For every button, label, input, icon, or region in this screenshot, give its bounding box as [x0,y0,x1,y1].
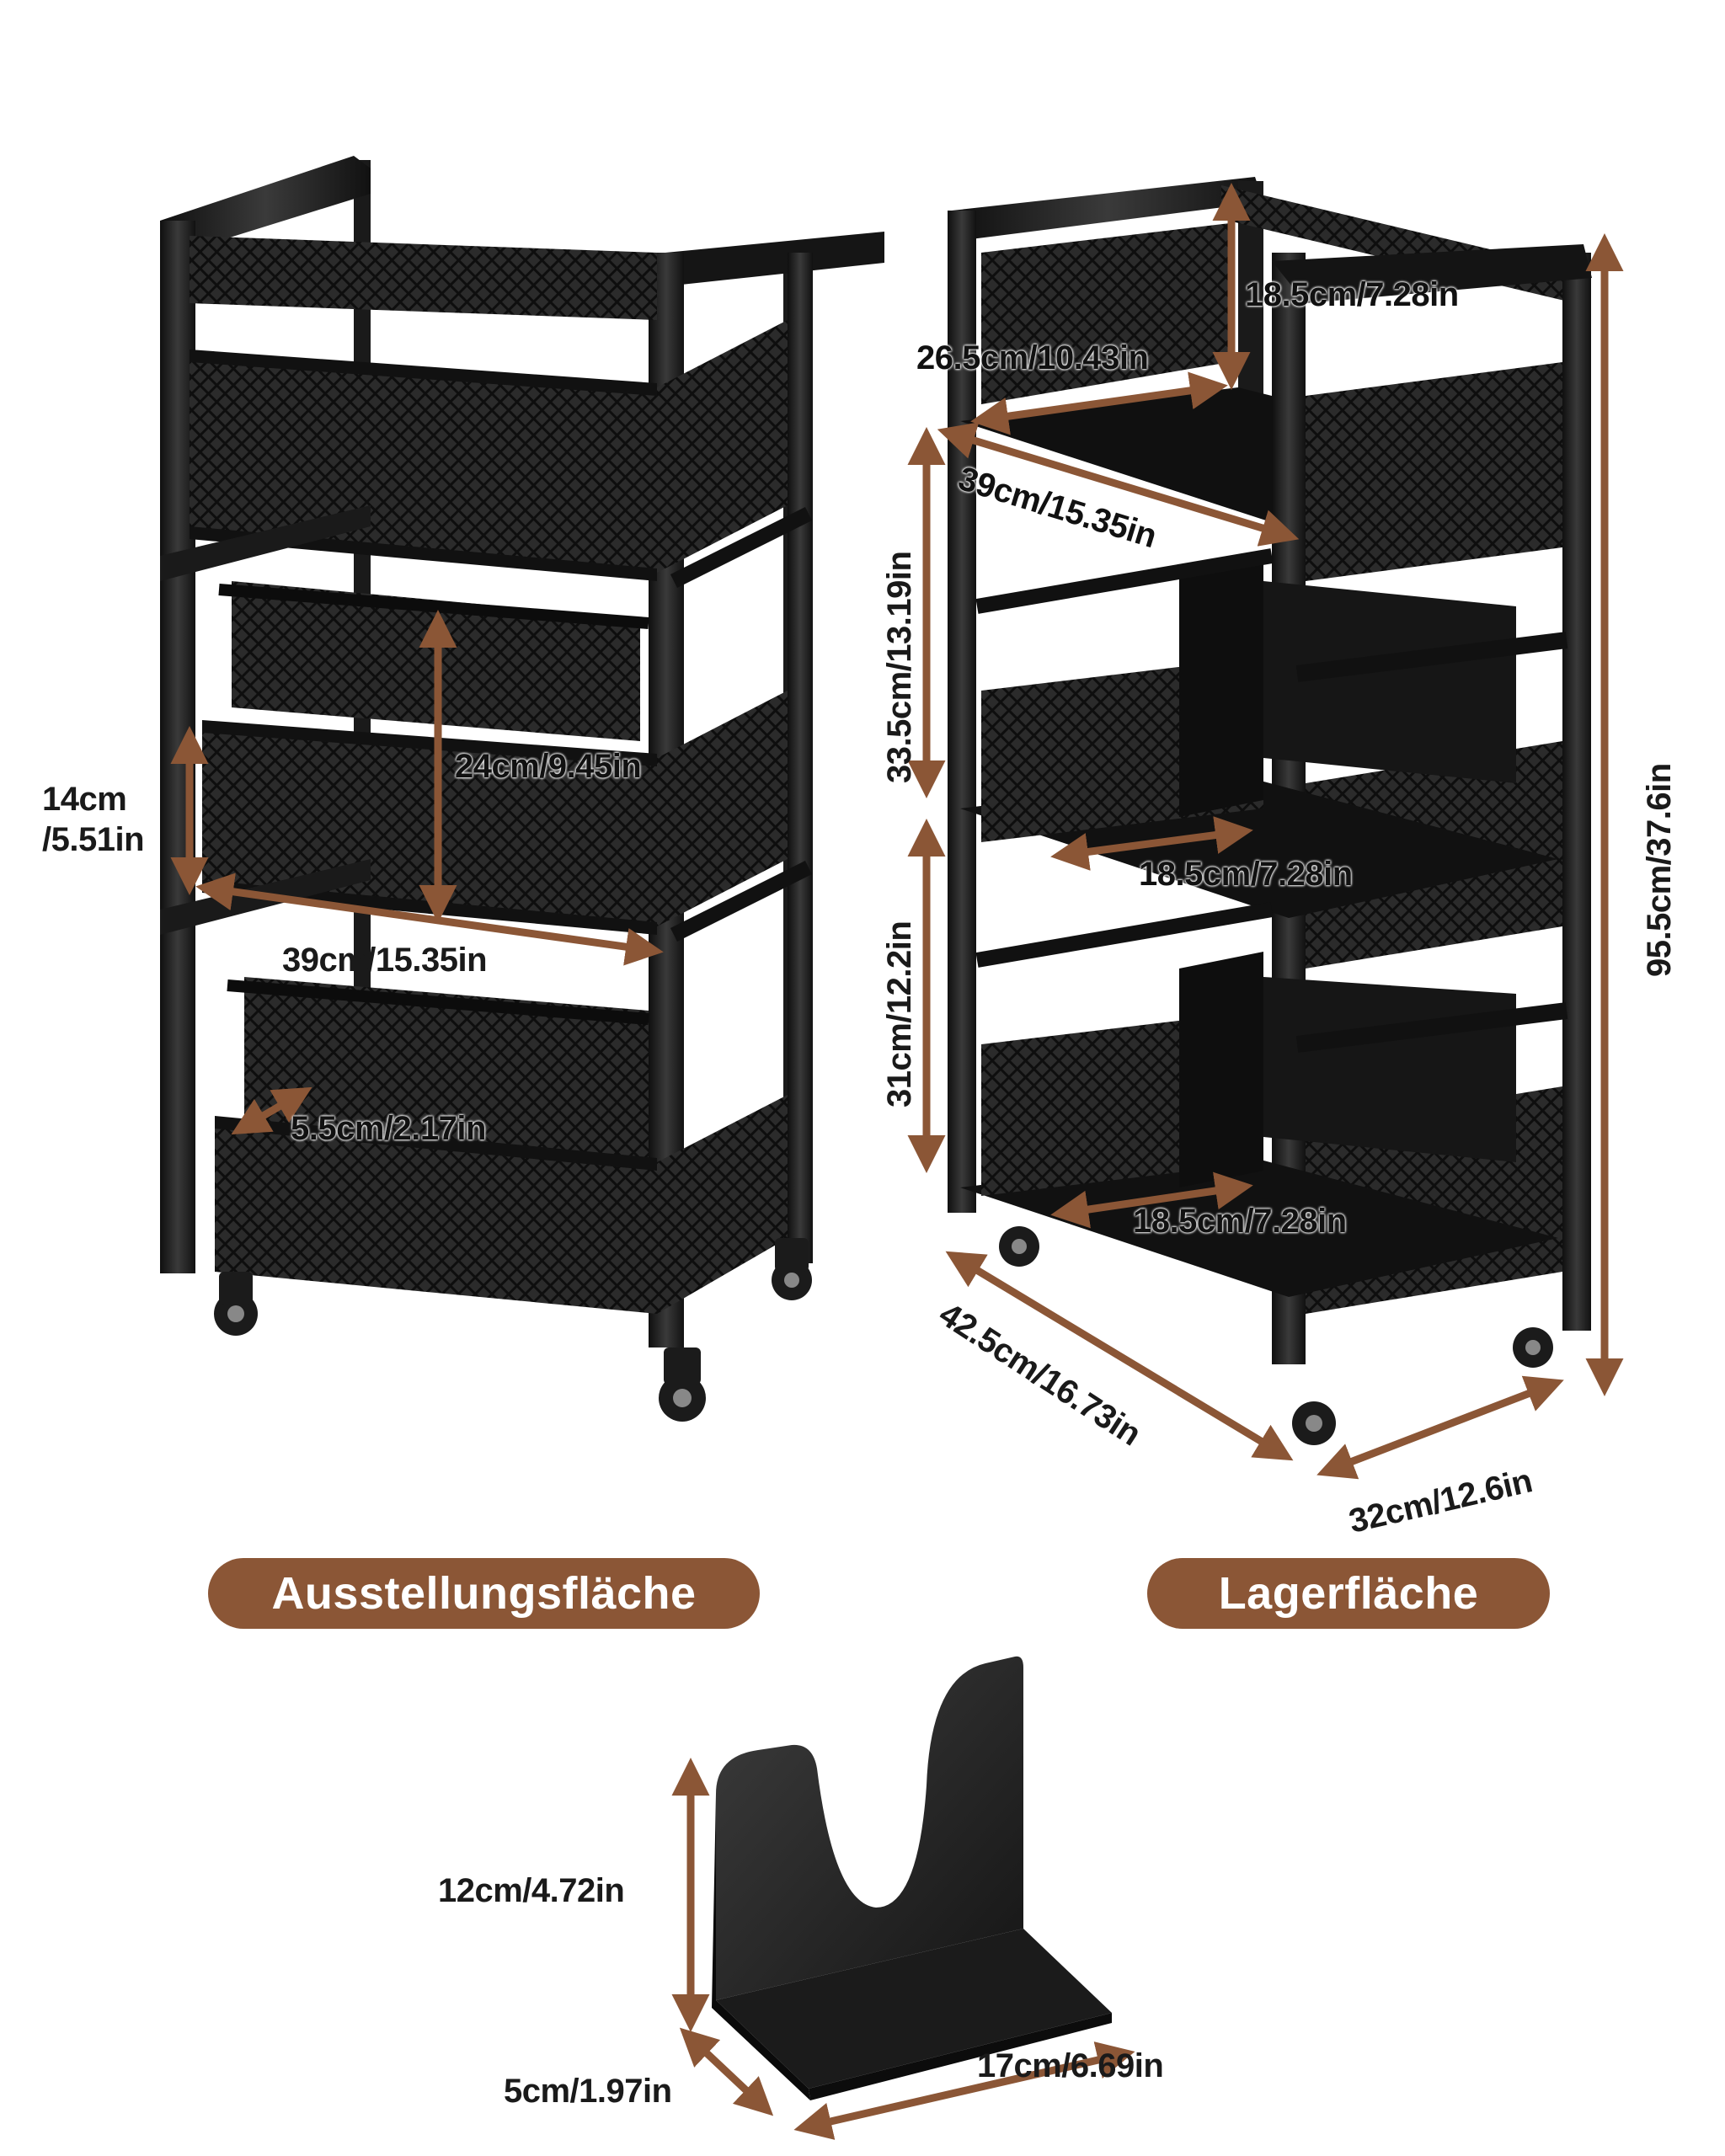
divider-depth-label: 5cm/1.97in [504,2073,672,2110]
storage-area-label: Lagerfläche [1147,1558,1550,1629]
display-basket-width-label: 39cm/15.35in [282,942,488,979]
display-basket-gap-label: 5.5cm/2.17in [291,1110,486,1147]
total-height-label: 95.5cm/37.6in [1641,763,1678,977]
storage-cart [948,177,1592,1445]
divider-height-label: 12cm/4.72in [438,1872,625,1909]
divider-width-label: 17cm/6.69in [977,2047,1164,2084]
display-handle-height-label: 14cm /5.51in [42,781,145,858]
storage-divider-width-label-1: 18.5cm/7.28in [1139,856,1353,893]
storage-top-height-label: 18.5cm/7.28in [1245,276,1459,313]
divider-illustration [712,1656,1112,2100]
storage-top-width-label: 26.5cm/10.43in [916,339,1149,376]
storage-tier2-height-label: 31cm/12.2in [881,921,918,1107]
display-basket-height-label: 24cm/9.45in [455,748,642,785]
storage-tier1-height-label: 33.5cm/13.19in [881,551,918,783]
display-cart [160,156,884,1422]
display-area-label: Ausstellungsfläche [208,1558,760,1629]
dimension-arrows [170,183,1624,2140]
storage-divider-width-label-2: 18.5cm/7.28in [1133,1203,1347,1240]
